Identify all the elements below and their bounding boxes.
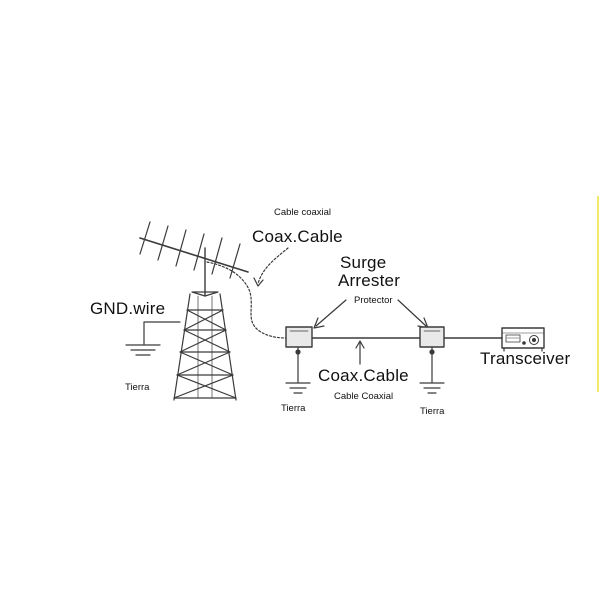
arrow-coax-top (257, 247, 289, 285)
arrowhead-coax-bottom (355, 340, 365, 349)
arrowhead-arrester-left (313, 317, 325, 329)
label-transceiver: Transceiver (480, 349, 571, 368)
label-surge: Surge (340, 253, 387, 272)
label-coax-cable-top: Coax.Cable (252, 227, 343, 246)
label-gnd-wire: GND.wire (90, 299, 166, 318)
arrow-arrester-left (315, 299, 347, 327)
ground-symbol-tower (125, 344, 161, 356)
surge-arrester-left (285, 326, 313, 383)
yagi-antenna (139, 221, 249, 279)
arrow-arrester-right (397, 299, 427, 327)
ground-symbol-right (419, 382, 445, 394)
label-arrester: Arrester (338, 271, 401, 290)
gnd-wire (143, 321, 181, 345)
transceiver-radio (501, 327, 545, 352)
label-coax-cable-bottom: Coax.Cable (318, 366, 409, 385)
label-cable-coaxial-bottom: Cable Coaxial (334, 391, 394, 402)
label-tierra-right: Tierra (420, 406, 445, 417)
coax-cable-antenna (206, 261, 287, 339)
label-tierra-left: Tierra (281, 403, 306, 414)
label-cable-coaxial-top: Cable coaxial (274, 207, 332, 218)
lattice-tower (173, 291, 237, 401)
arrowhead-coax-top (253, 277, 264, 287)
label-tierra-tower: Tierra (125, 382, 150, 393)
surge-arrester-right (419, 326, 445, 383)
ground-symbol-left (285, 382, 311, 394)
edge-highlight (597, 196, 599, 392)
label-protector: Protector (354, 295, 393, 306)
